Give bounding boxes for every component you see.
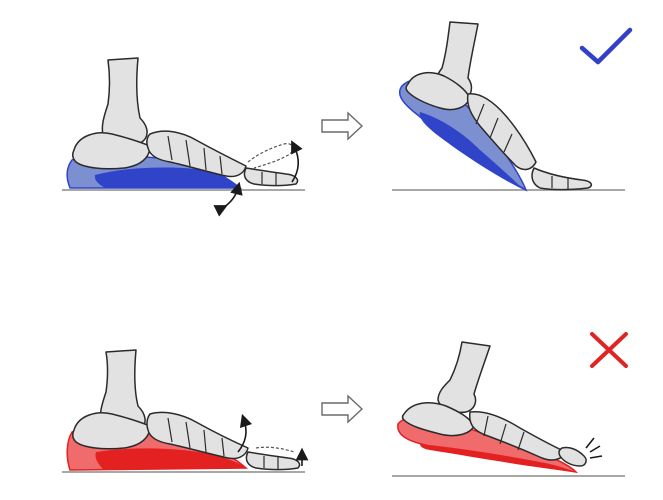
phalanx-lines [261,172,277,185]
checkmark-icon [579,27,633,65]
calcaneus-bone [71,412,151,450]
toe-strain-lines [585,437,603,459]
foot-flat-flexible-insole [62,57,305,217]
insole-flex-arrow [213,181,243,217]
midfoot-bones-raised [466,93,537,171]
metatarsal-lines-raised [475,103,513,153]
toe-lifted-outline [247,143,294,169]
calcaneus-bone-raised [401,401,475,437]
transition-arrow-top [321,111,364,141]
tibia-bone [101,57,148,147]
transition-arrow-bottom [321,394,364,424]
flexible-insole-flat-shadow [94,167,239,188]
toe-bones-raised [531,167,593,191]
rigid-insole-tilted-shadow [420,444,576,472]
phalanx-lines-raised [551,176,569,189]
toe-bones-raised [558,446,587,467]
foot-flat-rigid-insole [62,349,309,473]
tibia-bone-raised [437,341,491,414]
cross-icon [590,332,628,368]
metatarsal-lines [167,417,225,457]
toe-outline-dashed [255,446,295,453]
toe-bones [245,451,301,471]
metatarsal-lines [167,135,223,175]
calcaneus-bone-raised [405,71,471,111]
foot-raised-rigid-insole [392,341,625,477]
toe-bones [243,167,299,187]
toe-lift-arrow [291,140,303,183]
foot-raised-flexible-insole [392,21,625,192]
flexible-insole-bent-shadow [419,112,524,190]
metatarsal-lines-raised [483,415,525,451]
phalanx-lines [263,456,279,469]
midfoot-bones-raised [468,410,567,461]
calcaneus-bone [71,132,151,170]
heel-lift-arrow [237,413,253,453]
